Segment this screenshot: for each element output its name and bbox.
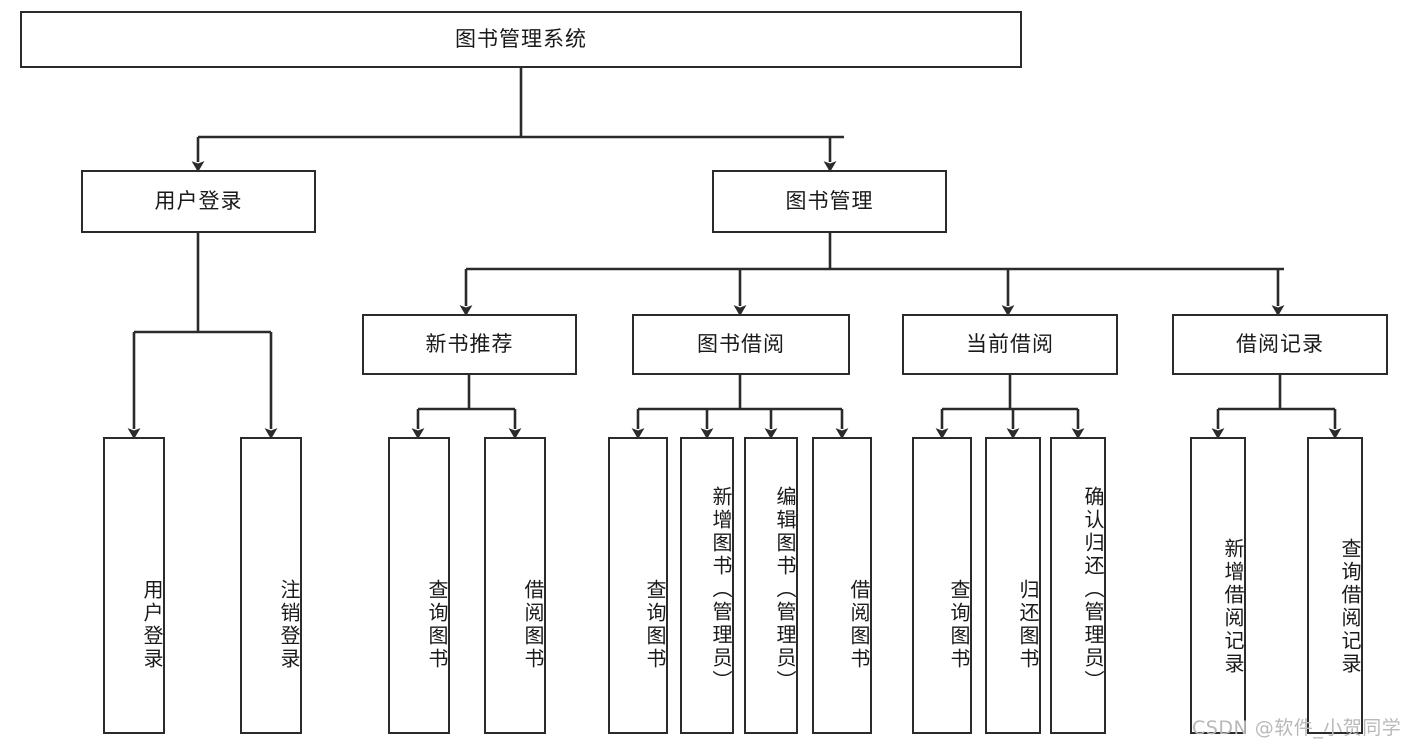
node-leaf-add-book-admin[interactable]: 新增图书（管理员） [680, 437, 734, 734]
node-book-borrow-label: 图书借阅 [697, 332, 785, 357]
node-leaf-query-book-borrow-label: 查询图书 [643, 578, 667, 671]
node-leaf-query-book-current[interactable]: 查询图书 [912, 437, 972, 734]
node-leaf-query-borrow-record-label: 查询借阅记录 [1338, 537, 1362, 676]
node-leaf-user-logout[interactable]: 注销登录 [240, 437, 302, 734]
node-book-management-label: 图书管理 [785, 189, 874, 214]
node-leaf-borrow-book-recommend-label: 借阅图书 [521, 578, 545, 671]
node-borrow-records-label: 借阅记录 [1236, 332, 1324, 357]
node-new-book-recommend-label: 新书推荐 [425, 332, 514, 357]
node-leaf-edit-book-admin-label: 编辑图书（管理员） [773, 486, 797, 693]
node-leaf-user-login[interactable]: 用户登录 [103, 437, 165, 734]
node-leaf-confirm-return-admin[interactable]: 确认归还（管理员） [1050, 437, 1106, 734]
csdn-watermark: CSDN @软件_小贺同学 [1192, 717, 1402, 739]
node-leaf-borrow-book-recommend[interactable]: 借阅图书 [484, 437, 546, 734]
node-new-book-recommend[interactable]: 新书推荐 [362, 314, 577, 375]
node-leaf-user-login-label: 用户登录 [140, 578, 164, 671]
node-book-borrow[interactable]: 图书借阅 [632, 314, 850, 375]
node-leaf-add-book-admin-label: 新增图书（管理员） [709, 486, 733, 693]
node-leaf-query-book-current-label: 查询图书 [947, 578, 971, 671]
node-leaf-confirm-return-admin-label: 确认归还（管理员） [1081, 486, 1105, 693]
node-leaf-add-borrow-record[interactable]: 新增借阅记录 [1190, 437, 1246, 734]
node-leaf-borrow-book[interactable]: 借阅图书 [812, 437, 872, 734]
node-current-borrow[interactable]: 当前借阅 [902, 314, 1118, 375]
node-leaf-query-book-borrow[interactable]: 查询图书 [608, 437, 668, 734]
node-leaf-edit-book-admin[interactable]: 编辑图书（管理员） [744, 437, 798, 734]
node-root-label: 图书管理系统 [455, 27, 587, 52]
node-leaf-return-book[interactable]: 归还图书 [985, 437, 1041, 734]
node-leaf-query-borrow-record[interactable]: 查询借阅记录 [1307, 437, 1363, 734]
node-leaf-borrow-book-label: 借阅图书 [847, 578, 871, 671]
node-leaf-add-borrow-record-label: 新增借阅记录 [1221, 537, 1245, 676]
node-user-login-label: 用户登录 [154, 189, 243, 214]
node-book-management[interactable]: 图书管理 [712, 170, 947, 233]
node-leaf-query-book-recommend[interactable]: 查询图书 [388, 437, 450, 734]
node-leaf-return-book-label: 归还图书 [1016, 578, 1040, 671]
node-root[interactable]: 图书管理系统 [20, 11, 1022, 68]
node-leaf-query-book-recommend-label: 查询图书 [425, 578, 449, 671]
node-current-borrow-label: 当前借阅 [966, 332, 1054, 357]
node-leaf-user-logout-label: 注销登录 [277, 578, 301, 671]
node-user-login[interactable]: 用户登录 [81, 170, 316, 233]
node-borrow-records[interactable]: 借阅记录 [1172, 314, 1388, 375]
